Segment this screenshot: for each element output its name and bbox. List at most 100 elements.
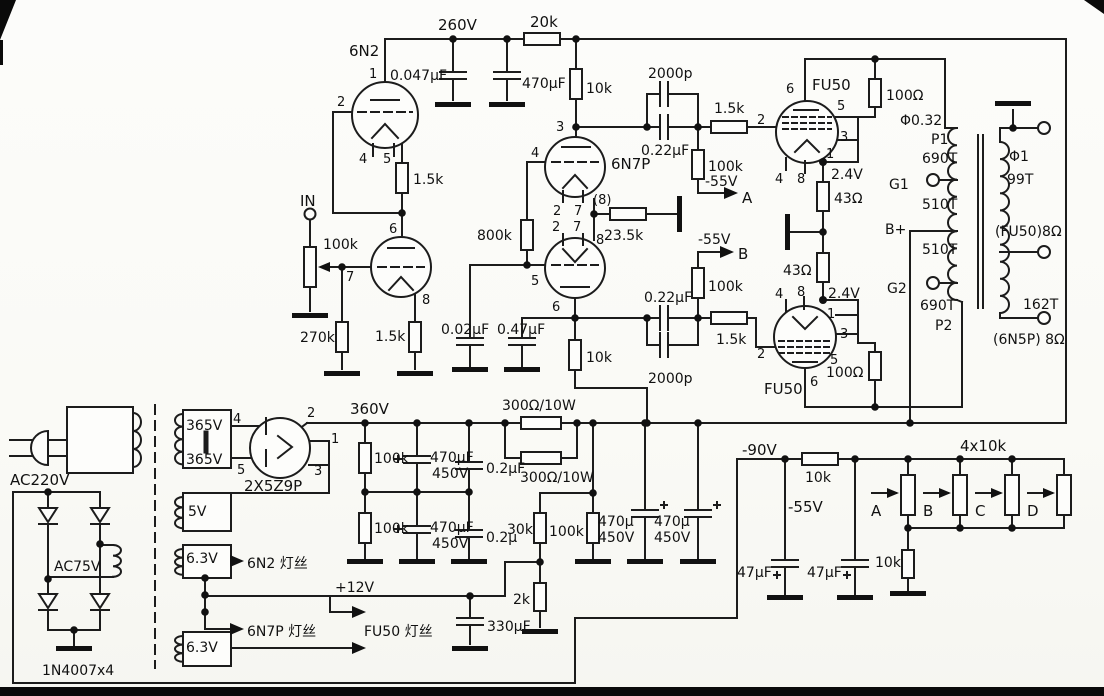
label-g1: G1 [889, 177, 909, 193]
label-fu50-top: FU50 [812, 76, 851, 94]
label-690a: 690T [922, 151, 958, 167]
pin-label: 8 [422, 293, 430, 308]
terminal-sec-top [1037, 121, 1051, 135]
label-12v: +12V [335, 580, 375, 596]
resistor [533, 582, 547, 612]
label-cf3: 470μ [598, 514, 634, 530]
label-c470: 470μF [522, 76, 566, 92]
resistor [691, 149, 705, 180]
filament-fu50-arrow2 [352, 642, 366, 654]
label-c47b: 47μF [807, 565, 842, 581]
potentiometer [952, 474, 968, 516]
pin-label: 3 [840, 130, 848, 145]
pin-label: 2 [553, 204, 561, 219]
pin-label: 1 [826, 147, 834, 162]
resistor [609, 207, 647, 221]
tube-6n2 [351, 81, 432, 298]
bias-a-arrow [724, 187, 738, 199]
label-690b: 690T [920, 298, 956, 314]
resistor [520, 219, 534, 251]
terminal-sec-bottom [1037, 311, 1051, 325]
label-99t: 99T [1007, 172, 1034, 188]
pin-label: 5 [383, 152, 391, 167]
label-vk1: 2.4V [831, 167, 863, 183]
pin-label: 1 [369, 67, 377, 82]
arrows [230, 187, 738, 654]
label-510b: 510T [922, 242, 958, 258]
resistor [520, 416, 562, 430]
pin-label: 6 [552, 300, 560, 315]
resistor [569, 68, 583, 100]
label-r2k: 2k [513, 592, 531, 608]
pin-label: 4 [531, 146, 539, 161]
resistor [816, 181, 830, 212]
label-r10k-low: 10k [586, 350, 613, 366]
label-rg2: 1.5k [716, 332, 747, 348]
secondary-winding [998, 140, 1010, 315]
resistor [303, 246, 317, 288]
pin-label: 7 [573, 220, 581, 235]
label-rg1: 1.5k [714, 101, 745, 117]
resistor [533, 512, 547, 544]
label-r20k: 20k [530, 13, 558, 31]
label-ac75: AC75V [54, 559, 101, 575]
label-tap-fu50: (FU50)8Ω [995, 224, 1062, 240]
label-p2: P2 [935, 318, 952, 334]
bias-pots [318, 262, 1072, 516]
label-4x10k: 4x10k [960, 437, 1007, 455]
tube-6n7p [544, 136, 606, 299]
label-in: IN [300, 192, 316, 210]
label-5v: 5V [188, 504, 207, 520]
label-p1: P1 [931, 132, 948, 148]
pin-label: 1 [827, 307, 835, 322]
pin-label: 5 [531, 274, 539, 289]
label-rk2: 43Ω [783, 263, 812, 279]
pin-label: 2 [552, 220, 560, 235]
pin-label: 3 [314, 464, 322, 479]
label-pot: 100k [323, 237, 359, 253]
potentiometer [1056, 474, 1072, 516]
primary-box [66, 406, 134, 474]
label-v90: -90V [742, 441, 777, 459]
label-r800k: 800k [477, 228, 513, 244]
label-63b: 6.3V [186, 640, 218, 656]
label-bias1: -55V [705, 174, 738, 190]
label-r10k: 10k [805, 470, 832, 486]
pin-label: 4 [233, 412, 241, 427]
label-rb2: 100k [708, 279, 744, 295]
resistor [358, 512, 372, 544]
label-510a: 510T [922, 197, 958, 213]
label-rk1: 43Ω [834, 191, 863, 207]
resistor [586, 512, 600, 544]
label-cf1: 470μF [430, 450, 474, 466]
heater2-winding-box [182, 631, 232, 667]
label-fil1: 6N2 灯丝 [247, 556, 308, 572]
tube-2x5z9p [249, 417, 311, 479]
resistor [520, 451, 562, 465]
pin-label: 5 [237, 463, 245, 478]
label-cf4: 470μ [654, 514, 690, 530]
junction-dots [44, 35, 1017, 634]
pin-label: 4 [359, 152, 367, 167]
terminal-sec-8ohm [1037, 245, 1051, 259]
power-transformer [30, 404, 232, 669]
tube-fu50-lower [773, 296, 837, 369]
pin-label: 6 [810, 375, 818, 390]
output-transformer [926, 121, 1051, 325]
label-cp1: 2000p [648, 66, 693, 82]
label-hv1: 365V [186, 418, 223, 434]
label-c330: 330μF [487, 619, 531, 635]
label-r30k: 30k [507, 522, 534, 538]
label-cf3v: 450V [598, 530, 635, 546]
ac75-winding [111, 543, 122, 578]
label-cc1: 0.22μF [641, 143, 689, 159]
resistor [335, 321, 349, 353]
filament-6n7p-arrow [230, 623, 244, 635]
label-point-a: A [742, 189, 753, 207]
pin-label: 2 [337, 95, 345, 110]
label-rb2: 100k [374, 521, 410, 537]
label-c-plate: 0.047μF [390, 68, 447, 84]
label-c47a: 47μF [737, 565, 772, 581]
